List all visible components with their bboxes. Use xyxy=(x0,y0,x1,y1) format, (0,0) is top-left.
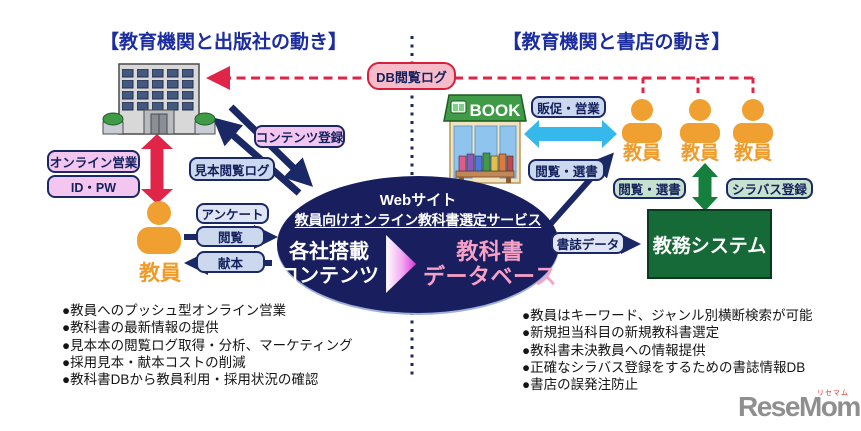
teacher-label-1: 教員 xyxy=(622,143,661,164)
bullet-right-2: ●新規担当科目の新規教科書選定 xyxy=(522,325,720,341)
section-title-right: 【教育機関と書店の動き】 xyxy=(502,32,731,53)
publisher-contents-line1: 各社搭載 xyxy=(289,241,370,263)
browse-select-label-2: 閲覧・選書 xyxy=(613,178,686,199)
kenpon-label: 献本 xyxy=(196,251,265,273)
flow-triangle-icon xyxy=(386,235,417,293)
survey-label: アンケート xyxy=(196,203,269,224)
teacher-label-3: 教員 xyxy=(733,143,772,164)
bullet-list-right: ●教員はキーワード、ジャンル別横断検索が可能 ●新規担当科目の新規教科書選定 ●… xyxy=(522,307,812,393)
sample-log-label: 見本閲覧ログ xyxy=(189,157,275,181)
bullet-right-4: ●正確なシラバス登録をするための書誌情報DB xyxy=(522,359,806,375)
textbook-database-line1: 教科書 xyxy=(456,238,524,264)
bookstore-sign-text: BOOK xyxy=(470,101,522,120)
bullet-left-3: ●見本本の閲覧ログ取得・分析、マーケティング xyxy=(62,337,353,353)
publisher-contents-label: 各社搭載 コンテンツ xyxy=(279,240,379,288)
browse-label: 閲覧 xyxy=(196,226,265,247)
bullet-right-3: ●教科書未決教員への情報提供 xyxy=(522,342,706,358)
teacher-icon-1 xyxy=(622,99,662,143)
content-register-label: コンテンツ登録 xyxy=(254,125,345,148)
bullet-list-left: ●教員へのプッシュ型オンライン営業 ●教科書の最新情報の提供 ●見本本の閲覧ログ… xyxy=(62,302,353,388)
db-log-label: DB閲覧ログ xyxy=(367,62,456,90)
resemom-logo: リセマム ReseMom. xyxy=(738,390,861,427)
admin-system-box: 教務システム xyxy=(647,209,772,279)
db-log-dashed-flow xyxy=(206,66,755,97)
service-name-label: 教員向けオンライン教科書選定サービス xyxy=(294,212,542,228)
teacher-icon-left xyxy=(137,201,181,254)
website-label: Webサイト xyxy=(379,192,457,209)
bullet-left-5: ●教科書DBから教員利用・採用状況の確認 xyxy=(62,372,319,388)
browse-select-label: 閲覧・選書 xyxy=(528,159,605,181)
publisher-contents-line2: コンテンツ xyxy=(279,265,380,287)
bullet-left-4: ●採用見本・献本コストの削減 xyxy=(62,354,246,370)
bookstore-icon: BOOK xyxy=(443,94,527,184)
textbook-database-line2: データベース xyxy=(423,264,557,289)
bullet-right-1: ●教員はキーワード、ジャンル別横断検索が可能 xyxy=(522,308,813,323)
resemom-logo-text: ReseMom. xyxy=(738,391,861,422)
syllabus-register-label: シラバス登録 xyxy=(726,178,813,199)
teacher-label-2: 教員 xyxy=(680,143,719,164)
teacher-icon-3 xyxy=(733,99,773,143)
bullet-left-2: ●教科書の最新情報の提供 xyxy=(62,320,219,336)
bullet-right-5: ●書店の誤発注防止 xyxy=(522,377,639,393)
id-pw-label: ID・PW xyxy=(47,175,140,198)
bullet-left-1: ●教員へのプッシュ型オンライン営業 xyxy=(62,303,287,318)
teacher-label-left: 教員 xyxy=(139,262,181,285)
teacher-icon-2 xyxy=(680,99,720,143)
system-sync-double-arrow xyxy=(692,163,718,211)
publisher-building-icon xyxy=(102,63,216,135)
textbook-db-ellipse: Webサイト 教員向けオンライン教科書選定サービス 各社搭載 コンテンツ 教科書… xyxy=(277,176,559,313)
textbook-database-label: 教科書 データベース xyxy=(423,239,557,290)
promo-sales-label: 販促・営業 xyxy=(531,96,606,118)
resemom-logo-ruby: リセマム xyxy=(817,390,849,397)
publisher-teacher-double-arrow xyxy=(141,134,173,204)
online-sales-label: オンライン営業 xyxy=(47,150,140,173)
promo-sales-double-arrow xyxy=(524,120,617,148)
biblio-data-label: 書誌データ xyxy=(551,232,625,254)
section-title-left: 【教育機関と出版社の動き】 xyxy=(100,32,348,53)
